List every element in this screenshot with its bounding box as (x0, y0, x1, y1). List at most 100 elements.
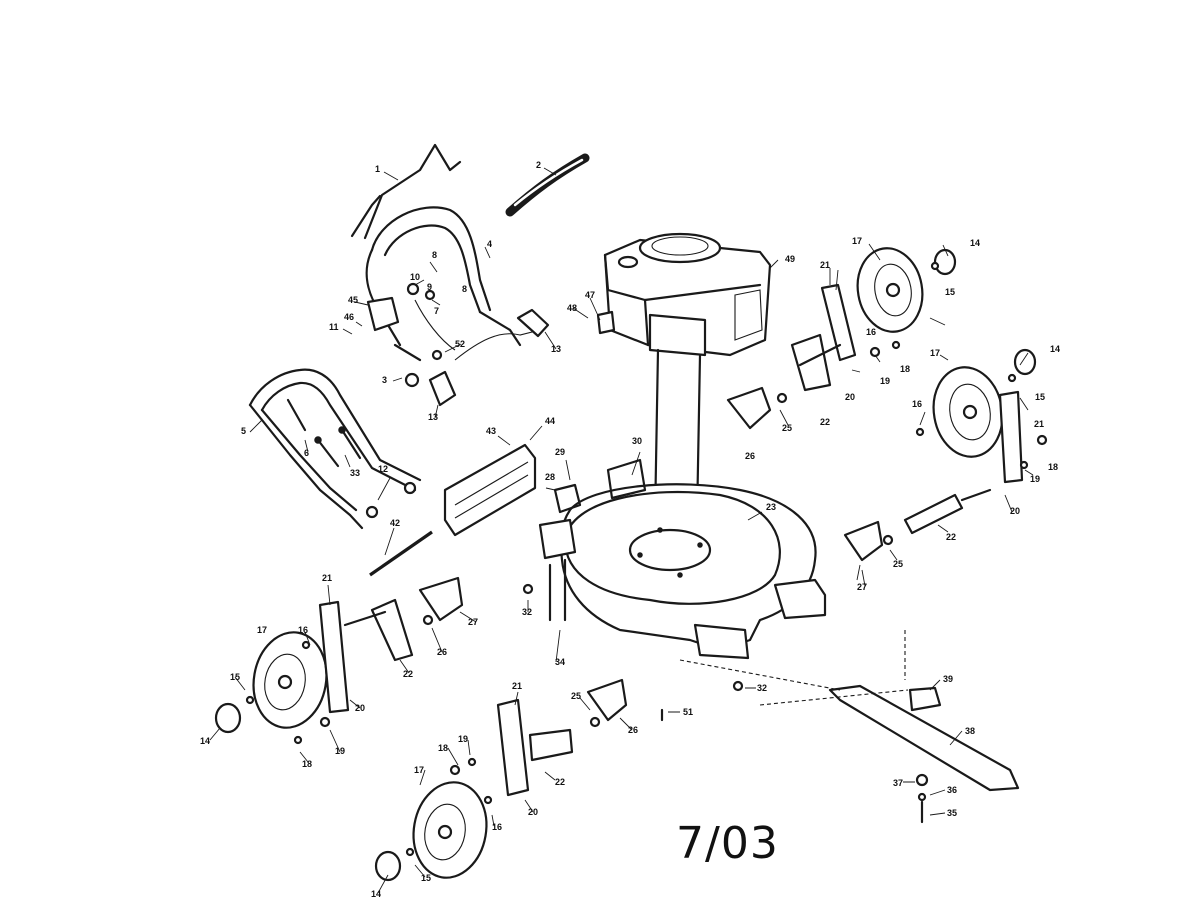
callout-13: 13 (428, 412, 438, 422)
callout-14: 14 (1050, 344, 1060, 354)
callout-29: 29 (555, 447, 565, 457)
callout-33: 33 (350, 468, 360, 478)
callout-labels: 1 2 4 49 17 14 21 15 16 17 14 19 18 15 2… (200, 160, 1060, 899)
callout-10: 10 (410, 272, 420, 282)
callout-19: 19 (458, 734, 468, 744)
callout-30: 30 (632, 436, 642, 446)
callout-19: 19 (880, 376, 890, 386)
callout-18: 18 (302, 759, 312, 769)
callout-16: 16 (298, 625, 308, 635)
callout-21: 21 (1034, 419, 1044, 429)
callout-38: 38 (965, 726, 975, 736)
callout-23: 23 (766, 502, 776, 512)
callout-15: 15 (1035, 392, 1045, 402)
callout-5: 5 (241, 426, 246, 436)
callout-42: 42 (390, 518, 400, 528)
control-cable-part (366, 282, 550, 407)
callout-22: 22 (820, 417, 830, 427)
callout-15: 15 (421, 873, 431, 883)
callout-48: 48 (567, 303, 577, 313)
callout-25: 25 (782, 423, 792, 433)
engine-part (596, 232, 772, 522)
callout-20: 20 (845, 392, 855, 402)
rear-right-lower-wheel (915, 348, 1048, 484)
callout-14: 14 (371, 889, 381, 899)
callout-4: 4 (487, 239, 492, 249)
upper-handle-part (350, 143, 522, 362)
callout-2: 2 (536, 160, 541, 170)
callout-20: 20 (1010, 506, 1020, 516)
callout-21: 21 (820, 260, 830, 270)
callout-12: 12 (378, 464, 388, 474)
callout-15: 15 (230, 672, 240, 682)
callout-8: 8 (432, 250, 437, 260)
callout-14: 14 (200, 736, 210, 746)
callout-52: 52 (455, 339, 465, 349)
callout-43: 43 (486, 426, 496, 436)
callout-6: 6 (304, 448, 309, 458)
rear-right-upper-wheel (790, 247, 957, 392)
callout-22: 22 (403, 669, 413, 679)
callout-34: 34 (555, 657, 565, 667)
callout-27: 27 (857, 582, 867, 592)
callout-26: 26 (745, 451, 755, 461)
callout-20: 20 (355, 703, 365, 713)
callout-18: 18 (438, 743, 448, 753)
revision-code: 7/03 (676, 818, 779, 869)
callout-49: 49 (785, 254, 795, 264)
callout-39: 39 (943, 674, 953, 684)
callout-17: 17 (414, 765, 424, 775)
callout-3: 3 (382, 375, 387, 385)
callout-17: 17 (257, 625, 267, 635)
callout-21: 21 (512, 681, 522, 691)
callout-35: 35 (947, 808, 957, 818)
lower-handle-part (248, 368, 422, 530)
callout-22: 22 (555, 777, 565, 787)
front-lower-wheel (374, 678, 744, 882)
callout-20: 20 (528, 807, 538, 817)
callout-45: 45 (348, 295, 358, 305)
callout-21: 21 (322, 573, 332, 583)
right-axle-parts (726, 343, 992, 562)
callout-32: 32 (522, 607, 532, 617)
callout-7: 7 (434, 306, 439, 316)
callout-27: 27 (468, 617, 478, 627)
callout-17: 17 (930, 348, 940, 358)
callout-16: 16 (866, 327, 876, 337)
callout-17: 17 (852, 236, 862, 246)
callout-26: 26 (437, 647, 447, 657)
callout-11: 11 (329, 322, 339, 332)
callout-44: 44 (545, 416, 555, 426)
callout-22: 22 (946, 532, 956, 542)
callout-28: 28 (545, 472, 555, 482)
callout-25: 25 (571, 691, 581, 701)
mower-deck-part (522, 458, 827, 660)
callout-37: 37 (893, 778, 903, 788)
blade-part (679, 630, 1020, 824)
callout-25: 25 (893, 559, 903, 569)
callout-16: 16 (912, 399, 922, 409)
callout-46: 46 (344, 312, 354, 322)
handle-bolts-part (286, 398, 362, 468)
front-left-wheel (214, 576, 464, 745)
rear-baffle-part (443, 443, 537, 537)
callout-16: 16 (492, 822, 502, 832)
callout-51: 51 (683, 707, 693, 717)
callout-19: 19 (335, 746, 345, 756)
callout-18: 18 (1048, 462, 1058, 472)
callout-47: 47 (585, 290, 595, 300)
callout-18: 18 (900, 364, 910, 374)
callout-15: 15 (945, 287, 955, 297)
callout-36: 36 (947, 785, 957, 795)
callout-8: 8 (462, 284, 467, 294)
callout-26: 26 (628, 725, 638, 735)
callout-19: 19 (1030, 474, 1040, 484)
callout-13: 13 (551, 344, 561, 354)
handle-grip-part (505, 153, 590, 217)
callout-9: 9 (427, 282, 432, 292)
rear-rod-part (369, 530, 433, 577)
callout-14: 14 (970, 238, 980, 248)
callout-1: 1 (375, 164, 380, 174)
